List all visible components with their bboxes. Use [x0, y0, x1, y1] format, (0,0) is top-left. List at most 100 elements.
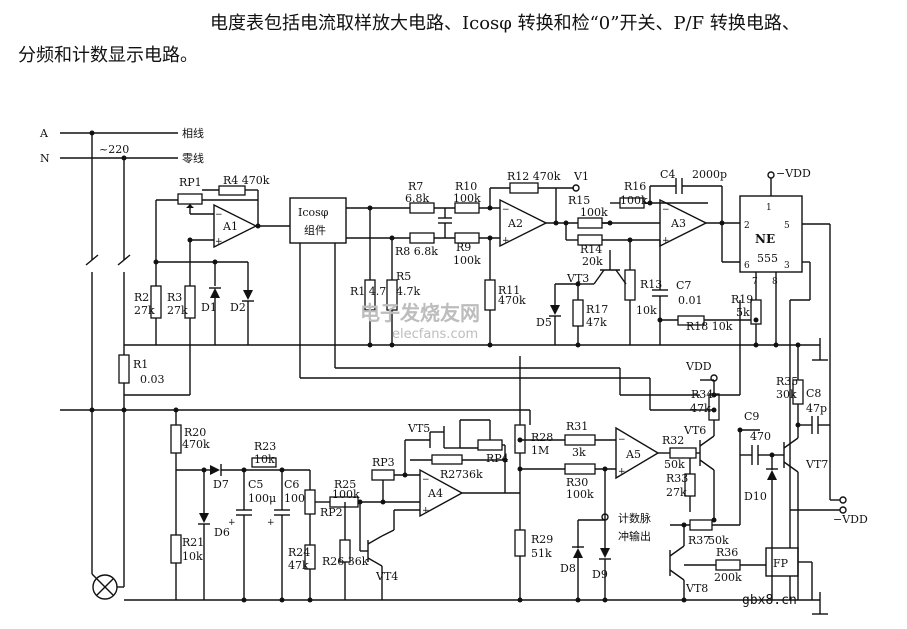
- svg-text:V1: V1: [573, 170, 589, 183]
- lamp-indicator: [91, 410, 125, 600]
- svg-text:R33: R33: [666, 472, 688, 485]
- svg-text:R36: R36: [716, 546, 738, 559]
- a2-amplifier-stage: R7 6.8k R10 100k R8 6.8k R9 100k A2 − + …: [350, 170, 610, 345]
- frequency-counter-label: FP: [773, 557, 789, 570]
- svg-text:51k: 51k: [531, 547, 552, 560]
- mains-input: A N ~220 相线 零线: [39, 126, 204, 410]
- svg-text:−: −: [422, 475, 430, 485]
- svg-text:A2: A2: [507, 217, 523, 230]
- svg-text:R3: R3: [167, 291, 182, 304]
- svg-text:C9: C9: [744, 410, 759, 423]
- svg-text:C7: C7: [676, 279, 691, 292]
- svg-text:100k: 100k: [566, 488, 594, 501]
- timer-number: 555: [757, 252, 778, 265]
- svg-text:100k: 100k: [580, 206, 608, 219]
- svg-text:1: 1: [766, 203, 772, 213]
- svg-text:+: +: [618, 467, 626, 477]
- vt8-counter-driver: R37 50k VT8 R36 200k FP: [669, 430, 813, 600]
- svg-text:R5: R5: [396, 270, 411, 283]
- a4-amplifier-stage: R25 100k RP3 A4 − + VT5 RP4 R27 36k: [322, 419, 520, 600]
- svg-text:5k: 5k: [736, 306, 750, 319]
- svg-text:D9: D9: [592, 568, 608, 581]
- a5-comparator-stage: R28 1M R29 51k R31 3k R30 100k A5 − + D8…: [514, 356, 660, 600]
- timer-name: NE: [755, 232, 775, 246]
- svg-text:R10: R10: [455, 180, 477, 193]
- svg-text:R1 4.7k: R1 4.7k: [350, 285, 393, 298]
- svg-text:R27: R27: [440, 468, 462, 481]
- svg-text:100k: 100k: [620, 194, 648, 207]
- svg-text:+: +: [215, 237, 223, 247]
- ne555-timer: NE 555 1 2 5 6 3 7 8 −VDD R19 5k: [721, 167, 831, 600]
- mains-voltage: ~220: [99, 143, 129, 156]
- svg-text:10k: 10k: [636, 304, 657, 317]
- vt7-stage: C9 470 D10 VT7 R35 30k C8 47p −VDD: [740, 345, 868, 600]
- svg-text:470k: 470k: [498, 294, 526, 307]
- terminal-n-label: N: [40, 152, 50, 165]
- svg-text:R8 6.8k: R8 6.8k: [395, 245, 438, 258]
- svg-text:−: −: [502, 205, 510, 215]
- svg-text:10k: 10k: [182, 550, 203, 563]
- watermark: 电子发烧友网: [360, 301, 480, 325]
- svg-text:100k: 100k: [453, 192, 481, 205]
- svg-text:R28: R28: [531, 431, 553, 444]
- svg-text:8: 8: [772, 277, 778, 287]
- svg-text:R20: R20: [184, 426, 206, 439]
- svg-text:R1: R1: [133, 358, 148, 371]
- svg-text:1M: 1M: [531, 444, 549, 457]
- svg-text:+: +: [502, 236, 510, 246]
- svg-text:0.03: 0.03: [140, 373, 165, 386]
- svg-text:D8: D8: [560, 562, 576, 575]
- svg-text:C5: C5: [248, 478, 263, 491]
- svg-text:27k: 27k: [167, 304, 188, 317]
- svg-text:100k: 100k: [453, 254, 481, 267]
- svg-text:R31: R31: [566, 420, 588, 433]
- svg-text:2: 2: [744, 221, 750, 231]
- svg-text:R7: R7: [408, 180, 423, 193]
- svg-text:+: +: [422, 506, 430, 516]
- svg-text:30k: 30k: [776, 388, 797, 401]
- svg-text:47k: 47k: [690, 402, 711, 415]
- svg-text:27k: 27k: [134, 304, 155, 317]
- svg-text:R16: R16: [624, 180, 646, 193]
- svg-text:3: 3: [784, 261, 790, 271]
- svg-text:20k: 20k: [582, 255, 603, 268]
- svg-text:D5: D5: [536, 316, 552, 329]
- svg-text:+: +: [228, 518, 236, 528]
- svg-text:R34: R34: [691, 388, 713, 401]
- svg-text:R2: R2: [134, 291, 149, 304]
- svg-text:R14: R14: [580, 243, 602, 256]
- vt6-driver: R32 50k VT6 R34 47k VDD R33 27k: [619, 300, 741, 520]
- svg-text:R29: R29: [531, 533, 553, 546]
- svg-text:R32: R32: [662, 434, 684, 447]
- supply-divider: R20 470k R21 10k D6 D7 C5 100μ + R23 10k: [124, 410, 828, 615]
- icos-module-title: Icosφ: [298, 206, 329, 219]
- svg-text:D2: D2: [230, 301, 246, 314]
- svg-text:D1: D1: [201, 301, 217, 314]
- svg-text:−: −: [215, 210, 223, 220]
- svg-text:4.7k: 4.7k: [396, 285, 420, 298]
- a3-amplifier-stage: R15 100k R16 100k R14 20k A3 − + C4 2000…: [565, 168, 756, 345]
- svg-text:RP3: RP3: [372, 456, 395, 469]
- svg-text:470k: 470k: [182, 438, 210, 451]
- svg-text:C4: C4: [660, 168, 675, 181]
- svg-text:R13: R13: [640, 278, 662, 291]
- svg-text:R17: R17: [586, 303, 608, 316]
- svg-text:36k: 36k: [462, 468, 483, 481]
- svg-text:D10: D10: [744, 490, 767, 503]
- svg-text:100k: 100k: [332, 488, 360, 501]
- svg-text:3k: 3k: [572, 446, 586, 459]
- svg-text:VDD: VDD: [685, 360, 712, 373]
- svg-text:R12 470k: R12 470k: [507, 170, 561, 183]
- svg-text:R23: R23: [254, 440, 276, 453]
- watermark-url: elecfans.com: [392, 327, 478, 342]
- svg-text:A3: A3: [670, 217, 686, 230]
- svg-text:+: +: [662, 236, 670, 246]
- vt3-switch: VT3 R17 47k D5: [536, 250, 627, 345]
- svg-text:D7: D7: [213, 478, 229, 491]
- svg-text:R21: R21: [182, 536, 204, 549]
- svg-text:+: +: [267, 518, 275, 528]
- intro-line-2: 分频和计数显示电路。: [18, 45, 198, 66]
- svg-text:100μ: 100μ: [248, 492, 276, 505]
- svg-text:C8: C8: [806, 387, 821, 400]
- svg-text:6.8k: 6.8k: [405, 192, 429, 205]
